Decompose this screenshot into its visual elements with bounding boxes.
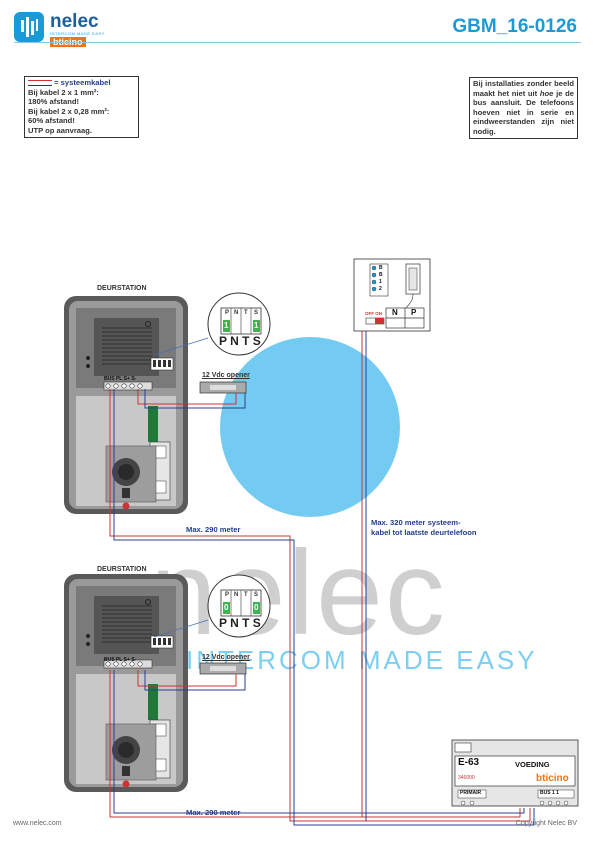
installation-info-note: Bij installaties zonder beeld maakt het … [469,77,578,139]
switch-label-p: P [225,592,230,598]
switch-label-s: S [254,592,259,598]
system-cable-swatch [28,80,52,86]
terminal-pl: PL [115,657,123,663]
terminal-s-plus: S+ [123,657,130,663]
legend-line: Bij kabel 2 x 1 mm²: [28,87,99,97]
legend-line: 60% afstand! [28,116,75,126]
psu-bus-extra: 1 1 [551,790,559,796]
distance-label: Max. 290 meter [186,525,241,534]
switch-label-t: T [244,592,248,598]
handset-terminal: 1 [379,279,382,285]
distance-label: Max. 290 meter [186,808,241,817]
watermark-word: nelec [150,526,447,660]
switch-label-n: N [234,592,239,598]
handset-switch-text: OFF ON [365,311,382,316]
info-text-end: je de bus aansluit. De telefoons hoeven … [473,88,575,136]
switch-digit-p: 0 [224,603,229,612]
zoom-terminal-labels: P N T S [219,616,261,630]
system-distance-line: kabel tot laatste deurtelefoon [371,528,477,537]
terminal-s-plus: S+ [123,376,130,382]
opener-label: 12 Vdc opener [202,654,250,661]
footer-website[interactable]: www.nelec.com [13,820,62,827]
psu-primary-label: PRIMAIR [460,790,482,796]
handset-table-p: P [411,308,417,317]
handset-terminals: B B 1 2 [379,265,383,293]
system-distance-line: Max. 320 meter systeem- [371,518,461,527]
info-emphasis: hoe [539,88,554,98]
brand-name: nelec [50,11,99,32]
terminal-labels: BUS PL S+ S- [104,376,136,382]
switch-label-s: S [254,310,259,316]
psu-model: E-63 [458,757,480,768]
terminal-s-minus: S- [131,376,137,382]
logo-mark-icon [14,12,44,42]
legend-line: 180% afstand! [28,97,80,107]
switch-digit-s: 1 [254,321,259,330]
switch-label-n: N [234,310,239,316]
switch-digit-s: 0 [254,603,259,612]
legend-line: Bij kabel 2 x 0,28 mm²: [28,106,110,116]
terminal-labels: BUS PL S+ S- [104,657,136,663]
document-code: GBM_16-0126 [452,16,577,37]
system-distance-label: Max. 320 meter systeem- kabel tot laatst… [371,518,477,538]
terminal-s-minus: S- [131,657,137,663]
watermark-circle [220,337,400,517]
opener-label: 12 Vdc opener [202,372,250,379]
handset-table-n: N [392,308,398,317]
header-divider [14,42,581,43]
door-station-title: DEURSTATION [97,285,147,292]
legend-line: UTP op aanvraag. [28,125,93,135]
legend-title: = systeemkabel [54,78,111,87]
info-text: Bij installaties zonder beeld maakt het … [473,79,574,98]
psu-bus-label: BUS 1 1 [540,790,559,796]
footer-copyright: Copyright Nelec BV [515,820,577,827]
terminal-pl: PL [115,376,123,382]
zoom-terminal-labels: P N T S [219,334,261,348]
psu-code: 346000 [458,775,475,781]
psu-name: VOEDING [515,760,550,769]
brand-tagline: INTERCOM MADE EASY [50,31,105,36]
switch-digit-p: 1 [224,321,229,330]
switch-label-t: T [244,310,248,316]
psu-brand: bticino [536,773,569,784]
handset-terminal: 2 [379,286,382,292]
handset-terminal: B [379,265,383,271]
switch-label-p: P [225,310,230,316]
cable-legend-note: = systeemkabel Bij kabel 2 x 1 mm²: 180%… [24,76,139,138]
psu-bus-text: BUS [540,790,551,796]
door-station-title: DEURSTATION [97,566,147,573]
terminal-bus: BUS [104,657,115,663]
handset-terminal: B [379,272,383,278]
terminal-bus: BUS [104,376,115,382]
